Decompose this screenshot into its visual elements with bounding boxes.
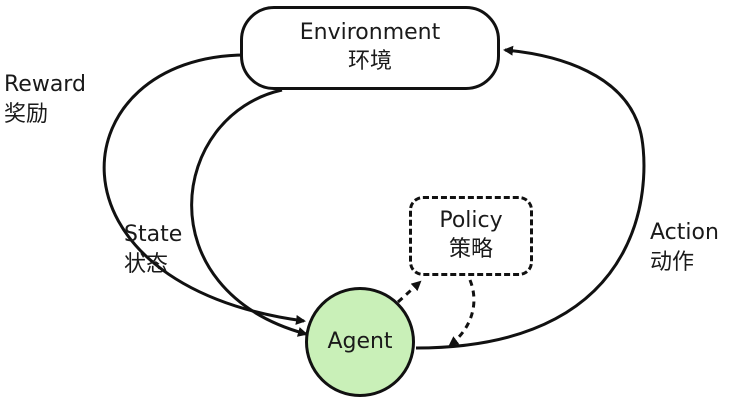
policy-node: Policy 策略 (409, 196, 533, 276)
state-arrow (190, 88, 308, 337)
reward-label-zh: 奖励 (4, 102, 49, 127)
policy-to-agent-arrow (448, 279, 476, 347)
agent-to-policy-arrow (396, 280, 422, 304)
environment-label-zh: 环境 (347, 49, 392, 74)
policy-label-zh: 策略 (448, 237, 493, 262)
environment-node: Environment 环境 (240, 6, 500, 90)
reward-arrow (102, 53, 306, 325)
agent-label: Agent (327, 329, 393, 354)
state-label: State 状态 (124, 220, 182, 280)
agent-node: Agent (305, 287, 415, 397)
reward-label: Reward 奖励 (4, 70, 86, 130)
action-label-zh: 动作 (650, 250, 695, 275)
environment-label-en: Environment (299, 20, 441, 45)
action-label: Action 动作 (650, 218, 719, 278)
state-label-zh: 状态 (124, 252, 169, 277)
state-label-en: State (124, 222, 183, 247)
reward-label-en: Reward (4, 72, 86, 97)
action-arrow (415, 45, 646, 350)
policy-label-en: Policy (439, 208, 503, 233)
action-label-en: Action (650, 220, 719, 245)
